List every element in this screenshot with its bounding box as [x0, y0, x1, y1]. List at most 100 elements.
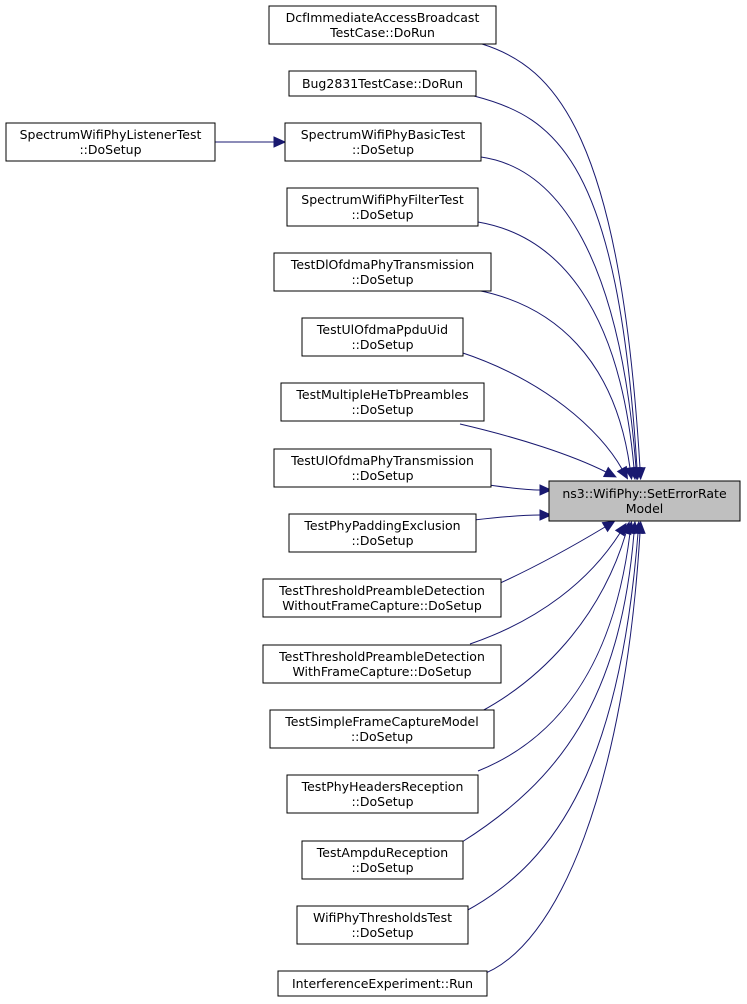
caller-node-6-label-line-2: ::DoSetup: [351, 337, 413, 352]
caller-node-2-box: [288, 70, 477, 97]
caller-node-4-label-line-2: ::DoSetup: [351, 207, 413, 222]
caller-node-16-box: [277, 970, 488, 997]
edge-caller-16-arrowhead: [634, 520, 646, 534]
edge-caller-8-arrowhead: [539, 484, 553, 496]
caller-node-7-label-line-1: TestMultipleHeTbPreambles: [295, 387, 468, 402]
edge-caller-3-line: [480, 156, 637, 469]
caller-node-11-label-line-1: TestThresholdPreambleDetection: [278, 649, 485, 664]
edge-caller-15-line: [465, 532, 639, 912]
caller-node-12-box: [269, 709, 495, 749]
edge-caller-10-arrowhead: [601, 520, 616, 533]
edge-caller-7-arrowhead: [602, 466, 617, 478]
caller-node-4-label-line-1: SpectrumWifiPhyFilterTest: [301, 192, 464, 207]
caller-node-14-label-line-2: ::DoSetup: [351, 860, 413, 875]
caller-node-14-box: [301, 840, 464, 880]
caller-node-9-label-line-1: TestPhyPaddingExclusion: [303, 518, 460, 533]
caller-node-15[interactable]: WifiPhyThresholdsTest::DoSetup: [296, 905, 469, 945]
caller-node-4[interactable]: SpectrumWifiPhyFilterTest::DoSetup: [286, 187, 479, 227]
edge-caller-8: [488, 484, 553, 496]
listener-test-node[interactable]: SpectrumWifiPhyListenerTest::DoSetup: [5, 122, 216, 162]
caller-node-10-label-line-1: TestThresholdPreambleDetection: [278, 583, 485, 598]
caller-node-13-label-line-1: TestPhyHeadersReception: [301, 779, 464, 794]
edge-caller-13-line: [477, 532, 631, 772]
caller-node-4-box: [286, 187, 479, 227]
listener-test-node-label-line-2: ::DoSetup: [79, 142, 141, 157]
caller-node-11-box: [262, 644, 502, 684]
edge-caller-6-line: [459, 351, 623, 470]
caller-node-1-label-line-2: TestCase::DoRun: [329, 25, 435, 40]
caller-node-8-label-line-1: TestUlOfdmaPhyTransmission: [290, 453, 474, 468]
edge-caller-13: [477, 520, 636, 772]
edge-caller-6: [459, 351, 628, 480]
edge-caller-3: [480, 156, 642, 481]
caller-node-1-box: [268, 5, 497, 45]
edge-caller-4-line: [477, 221, 635, 469]
caller-node-3[interactable]: SpectrumWifiPhyBasicTest::DoSetup: [284, 122, 482, 162]
caller-node-8-box: [273, 448, 492, 488]
caller-node-7-label-line-2: ::DoSetup: [351, 402, 413, 417]
edge-caller-10: [497, 520, 616, 585]
caller-node-13-label-line-2: ::DoSetup: [351, 794, 413, 809]
caller-node-7[interactable]: TestMultipleHeTbPreambles::DoSetup: [280, 382, 485, 422]
edge-caller-4: [477, 221, 640, 481]
edge-caller-2-line: [473, 95, 638, 469]
caller-node-15-label-line-1: WifiPhyThresholdsTest: [313, 910, 452, 925]
edge-caller-11-line: [469, 532, 621, 645]
edge-caller-1-line: [481, 43, 641, 469]
caller-node-14[interactable]: TestAmpduReception::DoSetup: [301, 840, 464, 880]
caller-node-2[interactable]: Bug2831TestCase::DoRun: [288, 70, 477, 97]
edge-caller-5-arrowhead: [624, 466, 636, 481]
caller-node-5-label-line-2: ::DoSetup: [351, 272, 413, 287]
target-node-set-error-rate-model-label-line-2: Model: [626, 501, 664, 516]
caller-node-9-label-line-2: ::DoSetup: [351, 533, 413, 548]
caller-node-6-box: [301, 317, 464, 357]
edge-caller-5: [475, 289, 636, 481]
caller-node-3-label-line-1: SpectrumWifiPhyBasicTest: [301, 127, 466, 142]
caller-node-2-label-line-1: Bug2831TestCase::DoRun: [302, 76, 463, 91]
caller-node-10-box: [262, 578, 502, 618]
caller-node-16-label-line-1: InterferenceExperiment::Run: [292, 976, 473, 991]
caller-node-8[interactable]: TestUlOfdmaPhyTransmission::DoSetup: [273, 448, 492, 488]
caller-node-15-label-line-2: ::DoSetup: [351, 925, 413, 940]
caller-node-1-label-line-1: DcfImmediateAccessBroadcast: [286, 10, 480, 25]
caller-node-9[interactable]: TestPhyPaddingExclusion::DoSetup: [288, 513, 477, 553]
caller-node-16[interactable]: InterferenceExperiment::Run: [277, 970, 488, 997]
caller-node-12[interactable]: TestSimpleFrameCaptureModel::DoSetup: [269, 709, 495, 749]
nodes-layer: DcfImmediateAccessBroadcastTestCase::DoR…: [5, 5, 741, 997]
edge-caller-12-line: [479, 532, 627, 713]
caller-node-10[interactable]: TestThresholdPreambleDetectionWithoutFra…: [262, 578, 502, 618]
target-node-set-error-rate-model-label-line-1: ns3::WifiPhy::SetErrorRate: [562, 486, 727, 501]
caller-node-12-label-line-1: TestSimpleFrameCaptureModel: [284, 714, 478, 729]
caller-node-10-label-line-2: WithoutFrameCapture::DoSetup: [282, 598, 482, 613]
caller-node-11-label-line-2: WithFrameCapture::DoSetup: [292, 664, 471, 679]
edge-caller-14-line: [461, 532, 635, 843]
edge-caller-7: [459, 423, 617, 478]
caller-node-11[interactable]: TestThresholdPreambleDetectionWithFrameC…: [262, 644, 502, 684]
caller-node-15-box: [296, 905, 469, 945]
listener-test-node-label-line-1: SpectrumWifiPhyListenerTest: [20, 127, 202, 142]
caller-node-6[interactable]: TestUlOfdmaPpduUid::DoSetup: [301, 317, 464, 357]
caller-node-12-label-line-2: ::DoSetup: [351, 729, 413, 744]
target-node-set-error-rate-model-box: [548, 480, 741, 522]
edge-caller-9-arrowhead: [539, 509, 553, 521]
caller-node-5-box: [273, 252, 492, 292]
caller-node-5[interactable]: TestDlOfdmaPhyTransmission::DoSetup: [273, 252, 492, 292]
caller-node-14-label-line-1: TestAmpduReception: [316, 845, 448, 860]
edge-listener-to-basic-arrowhead: [273, 136, 287, 148]
edge-caller-10-line: [497, 526, 606, 585]
edge-caller-6-arrowhead: [616, 465, 628, 480]
caller-node-3-box: [284, 122, 482, 162]
caller-node-13[interactable]: TestPhyHeadersReception::DoSetup: [286, 774, 479, 814]
caller-node-1[interactable]: DcfImmediateAccessBroadcastTestCase::DoR…: [268, 5, 497, 45]
caller-node-8-label-line-2: ::DoSetup: [351, 468, 413, 483]
caller-node-3-label-line-2: ::DoSetup: [352, 142, 414, 157]
edge-listener-to-basic: [215, 136, 287, 148]
edge-caller-8-line: [488, 484, 541, 491]
edge-caller-2: [473, 95, 643, 481]
edge-caller-16-line: [477, 532, 641, 977]
edge-caller-9: [473, 509, 553, 521]
edge-caller-5-line: [475, 289, 631, 469]
edge-caller-12: [479, 521, 632, 713]
